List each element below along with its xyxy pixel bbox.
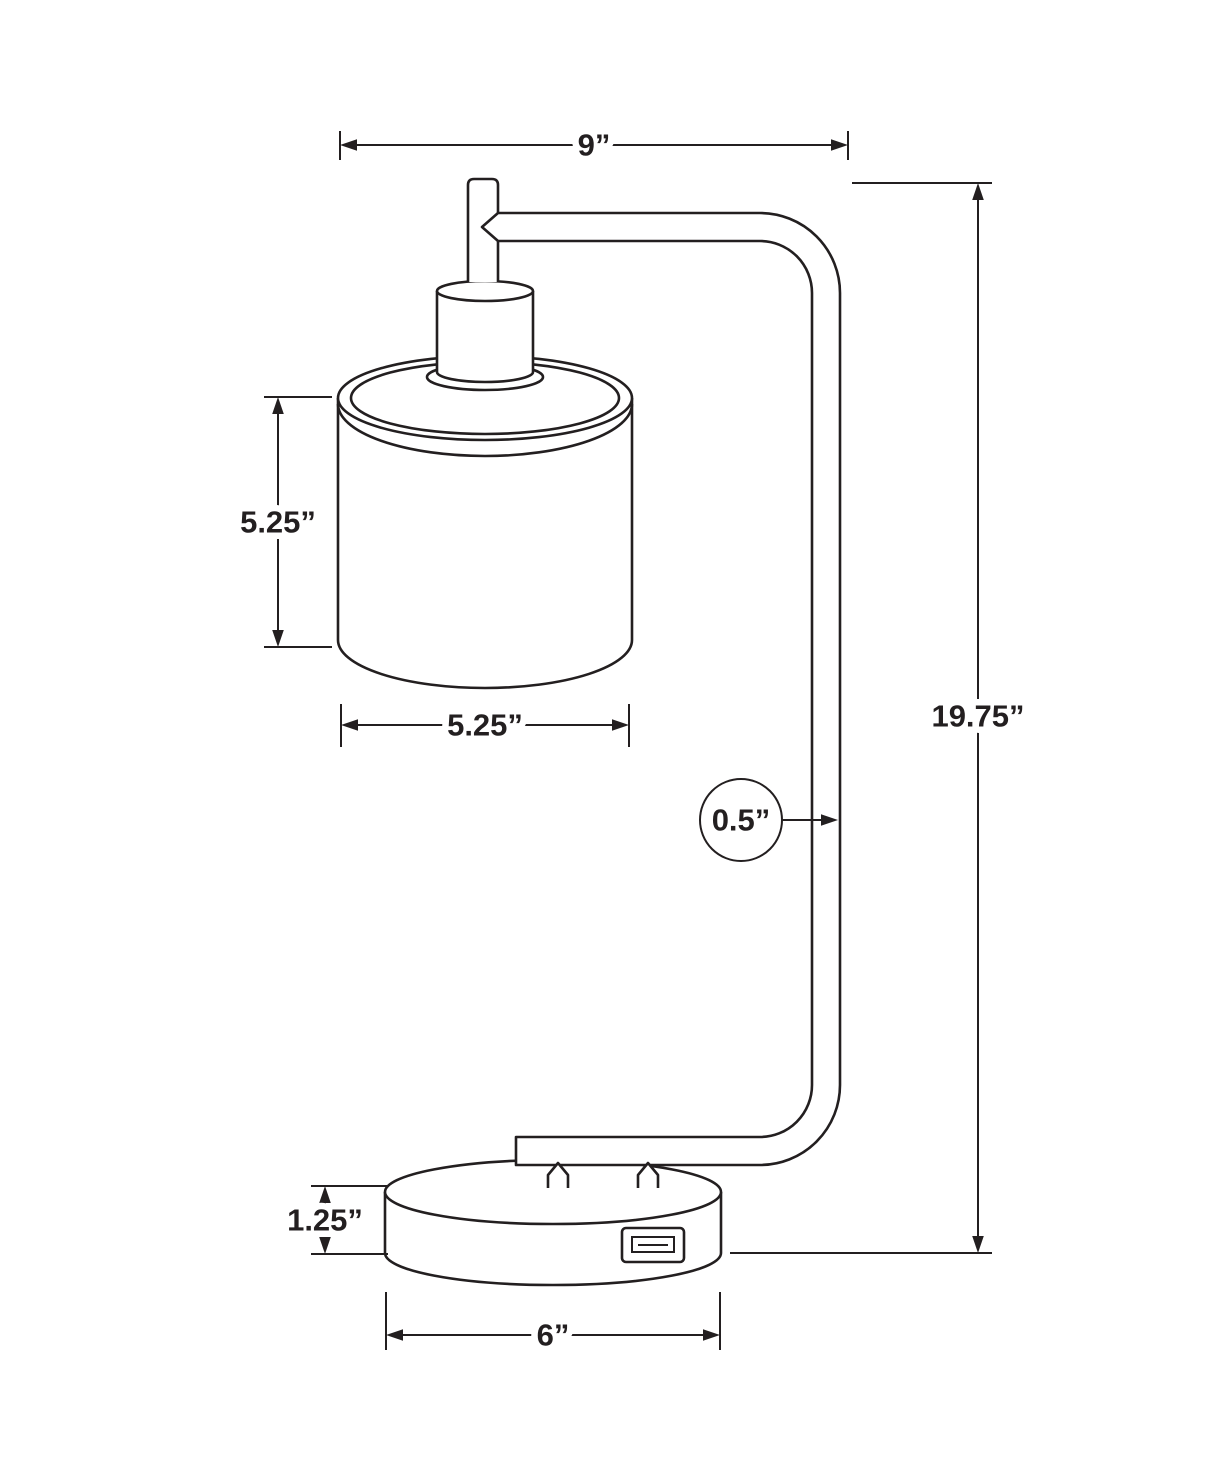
arrowhead-up — [272, 397, 284, 414]
dim-arm-diameter-label: 0.5” — [712, 803, 771, 838]
usb-port-icon — [620, 1226, 686, 1264]
dim-shade-height: 5.25” — [234, 396, 332, 648]
arrowhead-down — [272, 630, 284, 647]
arrowhead-right — [821, 814, 838, 826]
arrowhead-down — [972, 1236, 984, 1253]
dim-shade-width: 5.25” — [340, 701, 630, 749]
lamp-rod — [466, 177, 500, 282]
arrowhead-up — [972, 183, 984, 200]
dim-overall-width: 9” — [339, 121, 849, 169]
shade-rim-band — [336, 403, 634, 458]
lamp-arm — [480, 211, 842, 1167]
arrowhead-down — [319, 1237, 331, 1254]
socket-top — [435, 279, 535, 303]
dim-base-width-label: 6” — [537, 1318, 570, 1353]
dim-overall-width-label: 9” — [578, 128, 611, 163]
dimension-annotations: 9” 19.75” 5.25” 5.25” — [234, 121, 1031, 1359]
arrowhead-left — [386, 1329, 403, 1341]
dim-base-height: 1.25” — [281, 1185, 388, 1255]
lamp-socket — [425, 279, 545, 392]
base-peg — [636, 1161, 660, 1188]
dim-base-width: 6” — [385, 1292, 721, 1359]
arrowhead-right — [703, 1329, 720, 1341]
dim-overall-height-label: 19.75” — [931, 699, 1024, 734]
shade-body — [336, 398, 634, 690]
socket-body — [435, 291, 535, 384]
arrowhead-up — [319, 1186, 331, 1203]
lamp-illustration — [336, 177, 842, 1287]
dim-overall-height: 19.75” — [730, 182, 1031, 1254]
arrowhead-left — [340, 139, 357, 151]
arrowhead-right — [831, 139, 848, 151]
dim-arm-diameter: 0.5” — [699, 778, 838, 862]
lamp-shade — [336, 354, 634, 690]
arrowhead-left — [341, 719, 358, 731]
dim-base-height-label: 1.25” — [287, 1203, 363, 1238]
usb-port-slot — [631, 1236, 675, 1253]
dim-shade-width-label: 5.25” — [447, 708, 523, 743]
base-peg — [546, 1161, 570, 1188]
arrowhead-right — [612, 719, 629, 731]
dim-shade-height-label: 5.25” — [240, 505, 316, 540]
